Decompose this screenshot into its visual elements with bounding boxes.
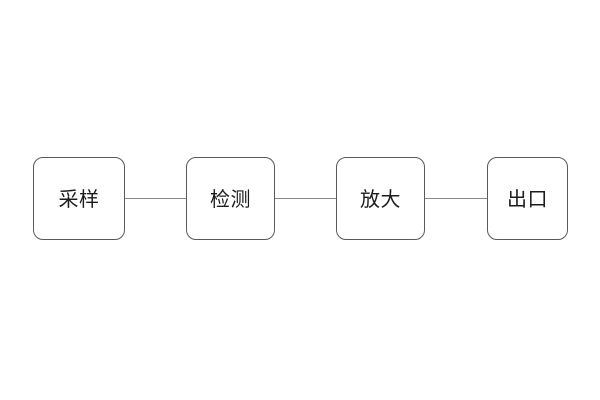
flow-node-output-label: 出口 [507, 186, 548, 211]
flow-node-detection-label: 检测 [210, 186, 251, 211]
flow-node-amplification[interactable]: 放大 [336, 157, 425, 240]
flow-node-amplification-label: 放大 [360, 186, 401, 211]
connector-detection-to-amplification [274, 198, 337, 200]
flow-node-sampling[interactable]: 采样 [33, 157, 125, 240]
flow-node-detection[interactable]: 检测 [186, 157, 275, 240]
flow-node-output[interactable]: 出口 [487, 157, 568, 240]
connector-sampling-to-detection [124, 198, 187, 200]
connector-amplification-to-output [424, 198, 488, 200]
flow-node-sampling-label: 采样 [58, 186, 100, 211]
